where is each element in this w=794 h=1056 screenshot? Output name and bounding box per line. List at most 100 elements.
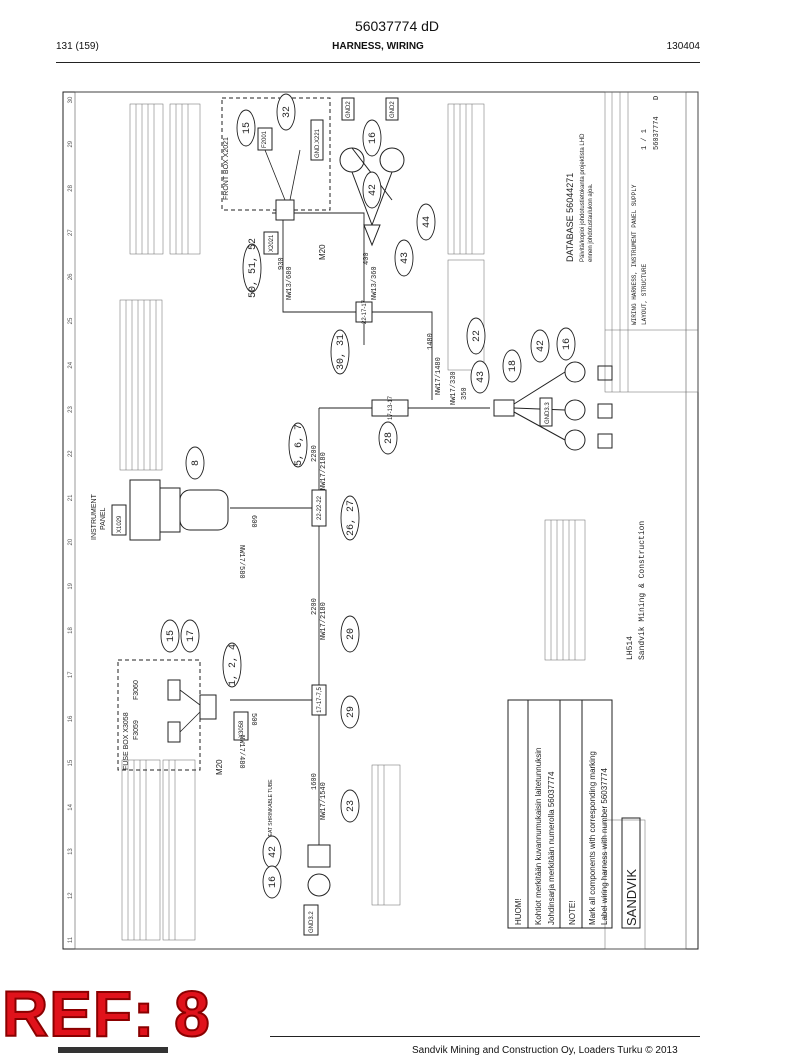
- fuse-box-title: FUSE BOX X3058: [123, 712, 130, 770]
- ruler-number: 29: [68, 140, 74, 147]
- drawing-subtitle: LAYOUT, STRUCTURE: [641, 263, 648, 325]
- wire-label: NW17/580: [237, 545, 245, 579]
- note-text: Kohtiot merkitään kuvannumukaisin laitet…: [534, 748, 543, 925]
- note-text: Johdinsarja merkitään numerolla 56037774: [547, 771, 556, 925]
- reference-number: 16: [268, 876, 279, 888]
- wire-label: NW17/2180: [320, 602, 328, 640]
- ruler-number: 27: [68, 229, 74, 236]
- reference-number: 17: [186, 630, 197, 642]
- reference-number: 23: [346, 800, 357, 812]
- connector-label: X3058: [239, 720, 245, 738]
- fuse-label: F3059: [133, 720, 140, 740]
- ruler-number: 18: [68, 627, 74, 634]
- ruler-number: 13: [68, 848, 74, 855]
- ruler-number: 21: [68, 494, 74, 501]
- reference-bubble: [330, 329, 350, 375]
- reference-number: 29: [346, 706, 357, 718]
- instrument-panel-connector: INSTRUMENT PANEL X1029: [91, 479, 229, 541]
- reference-bubble: [340, 789, 360, 823]
- reference-number: 42: [268, 846, 279, 858]
- fuse-box: FUSE BOX X3058 F3059 F3060 X3058 M20: [117, 659, 249, 775]
- ruler-number: 25: [68, 317, 74, 324]
- ruler-number: 15: [68, 759, 74, 766]
- reference-number: 44: [422, 216, 433, 228]
- drawing-number: 56037774: [653, 116, 661, 150]
- gnd-terminals-top: GND2 GND2: [339, 97, 405, 247]
- reference-number: 15: [166, 630, 177, 642]
- wire-lengths: 930 400 1480 350 2200 600 2200 500 1600: [249, 252, 469, 790]
- gnd-tag: GND2: [390, 101, 396, 118]
- length-label: 2200: [311, 445, 319, 462]
- junction-boxes: 22-17-17 17-13-17 22-22-22 17-17-7,5: [311, 299, 409, 716]
- gnd-tag: GND2: [346, 101, 352, 118]
- reference-number: 16: [368, 132, 379, 144]
- panel-title: PANEL: [100, 507, 107, 530]
- note-heading: HUOM!: [514, 898, 523, 925]
- reference-bubble: [362, 119, 382, 157]
- reference-number: 32: [282, 106, 293, 118]
- ruler-number: 23: [68, 405, 74, 412]
- gnd-label: GND.X221: [315, 128, 321, 158]
- note-text: Mark all components with corresponding m…: [588, 751, 597, 925]
- ruler-number: 16: [68, 715, 74, 722]
- ref-stamp: REF: 8: [1, 978, 211, 1050]
- reference-bubble: [160, 619, 180, 653]
- wire-label: NW17/1540: [320, 782, 328, 820]
- heat-shrink-label: HEAT SHRINKABLE TUBE: [268, 779, 274, 840]
- reference-number: 26, 27: [346, 500, 357, 536]
- ruler-number: 24: [68, 361, 74, 368]
- ruler-number: 17: [68, 671, 74, 678]
- reference-number: 22: [472, 330, 483, 342]
- ruler-number: 30: [68, 96, 74, 103]
- length-label: 1480: [427, 333, 435, 350]
- reference-bubble: [416, 203, 436, 241]
- length-label: 930: [278, 257, 286, 270]
- panel-connector-id: X1029: [117, 515, 123, 533]
- drawing-title: WIRING HARNESS, INSTRUMENT PANEL SUPPLY: [631, 184, 638, 325]
- reference-bubble: [466, 317, 486, 355]
- ruler-number: 28: [68, 184, 74, 191]
- reference-number: 43: [476, 371, 487, 383]
- heat-shrink-assembly: HEAT SHRINKABLE TUBE GND3.2: [268, 779, 331, 936]
- length-label: 500: [249, 713, 257, 726]
- header-divider: [56, 62, 700, 63]
- ruler-number: 12: [68, 892, 74, 899]
- inner-frame: [74, 91, 687, 950]
- database-title: DATABASE 56044271: [565, 173, 575, 262]
- length-label: 400: [363, 252, 371, 265]
- reference-number: 28: [384, 432, 395, 444]
- title-block: SANDVIK LH514 Sandvik Mining & Construct…: [621, 96, 661, 929]
- junction-label: 22-17-17: [362, 299, 368, 324]
- front-box: FRONT BOX X2021 F2001 GND.X221 X2021 M20: [221, 97, 331, 260]
- page-header: 131 (159) HARNESS, WIRING 130404: [56, 41, 700, 57]
- junction-label: 17-17-7,5: [317, 686, 323, 712]
- length-label: 350: [461, 387, 469, 400]
- reference-number: 43: [400, 252, 411, 264]
- ruler-number: 26: [68, 273, 74, 280]
- reference-bubble: [556, 327, 576, 361]
- reference-number: 20: [346, 628, 357, 640]
- reference-number: 5, 6, 7: [294, 424, 305, 466]
- reference-number: 1, 2, 4: [228, 644, 239, 686]
- cable-gland-label: M20: [215, 759, 224, 775]
- ruler-number: 14: [68, 803, 74, 810]
- revision: D: [653, 96, 661, 100]
- length-label: 1600: [311, 773, 319, 790]
- reference-number: 15: [242, 122, 253, 134]
- wire-label: NW13/680: [286, 266, 294, 300]
- wire-tables: [119, 91, 699, 950]
- reference-bubble: [340, 495, 360, 541]
- length-label: 600: [249, 515, 257, 528]
- wire-label: NW17/1480: [435, 357, 443, 395]
- reference-bubble: [394, 239, 414, 277]
- database-note: DATABASE 56044271 Päivitä/kopioi johdotu…: [565, 133, 594, 262]
- junction-label: 22-22-22: [317, 495, 323, 520]
- ruler-number: 11: [68, 936, 74, 943]
- connector-label: X2021: [269, 234, 275, 252]
- document-number: 56037774 dD: [354, 18, 440, 34]
- cable-gland-label: M20: [318, 244, 327, 260]
- footer-logo: [58, 1047, 168, 1053]
- reference-bubble: [276, 93, 296, 131]
- sheet-number: 1 / 1: [641, 129, 649, 150]
